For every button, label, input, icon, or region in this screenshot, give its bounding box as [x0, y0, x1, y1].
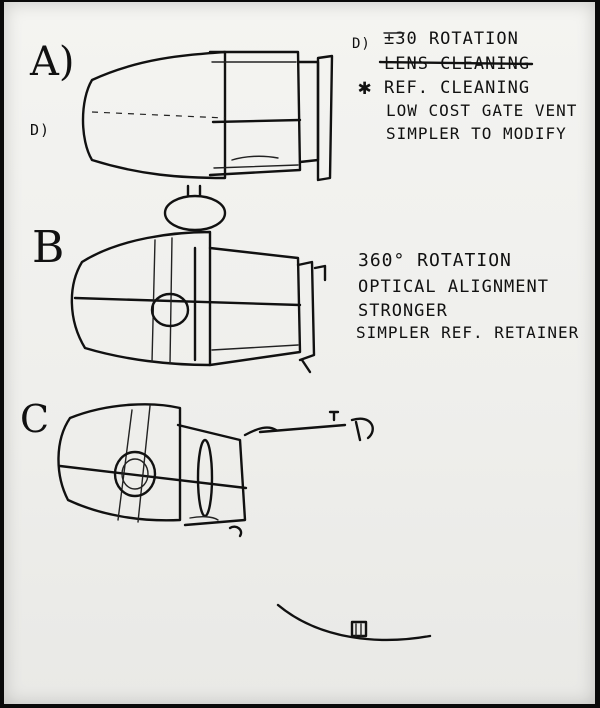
sketch-c [57, 403, 374, 538]
strike-line [378, 60, 534, 66]
note-a-3-bullet: ✱ [358, 75, 372, 100]
label-a: A) [29, 39, 75, 85]
sketch-a [81, 50, 334, 182]
note-b-2: OPTICAL ALIGNMENT [358, 277, 549, 297]
rotation-ring [163, 184, 227, 232]
note-b-1: 360° ROTATION [358, 250, 512, 271]
label-b: B [32, 222, 64, 273]
note-a-3: REF. CLEANING [384, 78, 530, 98]
note-a-4: LOW COST GATE VENT [386, 101, 577, 120]
note-b-4: SIMPLER REF. RETAINER [356, 323, 579, 342]
label-a-left-marker: D) [30, 121, 50, 139]
label-c: C [20, 397, 49, 441]
bottom-arc [276, 603, 432, 642]
note-a-1: ±30 ROTATION [384, 29, 519, 49]
note-a-5: SIMPLER TO MODIFY [386, 124, 567, 143]
note-b-3: STRONGER [358, 301, 448, 321]
notes-marker: D) [352, 36, 371, 52]
sketch-b [70, 230, 327, 374]
